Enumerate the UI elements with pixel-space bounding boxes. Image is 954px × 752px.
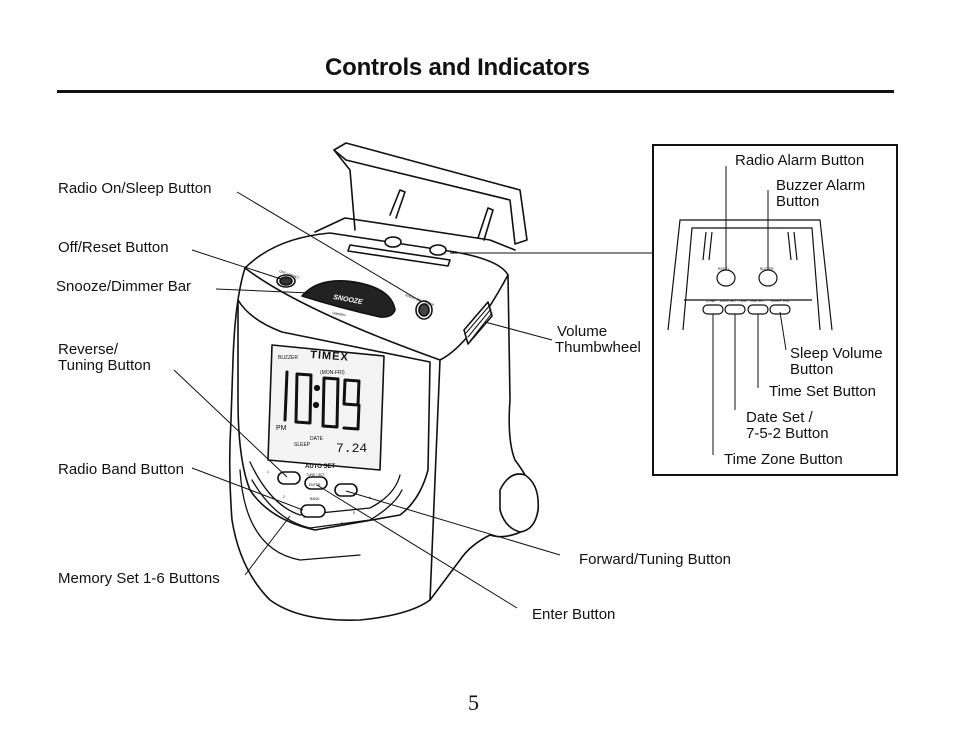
lcd-sleep-text: SLEEP <box>294 442 311 448</box>
inset-radio-button <box>716 269 736 287</box>
off-reset-text: OFF / RESET <box>279 269 300 280</box>
inset-label-date-set-2: 7-5-2 Button <box>746 425 829 442</box>
label-memory-set: Memory Set 1-6 Buttons <box>58 570 220 587</box>
label-volume-2: Thumbwheel <box>555 339 641 356</box>
band-key-text: BAND <box>310 497 320 501</box>
title-rule <box>57 90 894 93</box>
tune-set-text: TUNE / SET <box>306 473 325 477</box>
memory-number-3: 3 <box>303 515 305 519</box>
label-snooze-dimmer: Snooze/Dimmer Bar <box>56 278 192 295</box>
inset-buzzer-text: BUZZER <box>760 267 774 271</box>
reverse-button-shape <box>277 471 301 485</box>
inset-leader-lines <box>712 166 787 455</box>
inset-label-time-zone: Time Zone Button <box>724 451 843 468</box>
page-number: 5 <box>468 690 479 715</box>
leader-lines <box>173 191 652 609</box>
inset-radio-text: RADIO <box>718 267 729 271</box>
label-radio-band: Radio Band Button <box>58 461 184 478</box>
inset-zone-text: ZONE <box>706 299 716 303</box>
inset-time-set-text: TIME SET <box>749 299 765 303</box>
inset-time-set-button <box>747 304 769 315</box>
label-reverse-tuning-1: Reverse/ <box>58 341 119 358</box>
rear-knob <box>499 473 540 533</box>
inset-buzzer-button <box>758 269 778 287</box>
inset-label-radio-alarm: Radio Alarm Button <box>735 152 865 169</box>
snooze-bar-shape <box>301 280 396 318</box>
inset-label-date-set-1: Date Set / <box>746 409 813 426</box>
brand-text: TIMEX <box>310 349 349 364</box>
auto-set-text: AUTO SET <box>305 464 336 470</box>
inset-frame <box>652 144 898 476</box>
top-lid <box>333 142 528 245</box>
inset-date-set-text: DATE SET / 7•5•2 <box>720 299 747 303</box>
dimmer-text: DIMMER <box>332 311 347 317</box>
label-reverse-tuning-2: Tuning Button <box>58 357 151 374</box>
memory-number-1: 1 <box>267 470 269 474</box>
label-enter: Enter Button <box>532 606 616 623</box>
label-forward-tuning: Forward/Tuning Button <box>579 551 732 568</box>
band-button-shape <box>300 504 326 518</box>
lcd-date-digits: 7.24 <box>336 441 367 456</box>
label-volume-1: Volume <box>557 323 608 340</box>
page-title: Controls and Indicators <box>325 54 590 81</box>
memory-number-5: 5 <box>353 511 355 515</box>
enter-button-shape <box>304 476 328 490</box>
memory-number-4: 4 <box>341 521 343 525</box>
inset-label-buzzer-alarm-2: Button <box>776 193 820 210</box>
inset-date-set-button <box>724 304 746 315</box>
lcd-buzzer-text: BUZZER <box>278 355 298 361</box>
forward-button-shape <box>334 483 358 497</box>
inset-label-sleep-volume-2: Button <box>790 361 834 378</box>
lcd-digits <box>283 370 361 431</box>
lcd-pm-text: PM <box>276 425 287 432</box>
inset-label-buzzer-alarm-1: Buzzer Alarm <box>776 177 866 194</box>
inset-sleep-vol-text: SLEEP VOL <box>771 299 790 303</box>
inset-zone-button <box>702 304 724 315</box>
inset-label-time-set: Time Set Button <box>769 383 876 400</box>
label-off-reset: Off/Reset Button <box>58 239 169 256</box>
lcd-date-text: DATE <box>310 436 324 442</box>
label-radio-on-sleep: Radio On/Sleep Button <box>58 180 212 197</box>
top-deck <box>314 217 516 251</box>
inset-label-sleep-volume-1: Sleep Volume <box>790 345 883 362</box>
inset-drawing <box>667 219 833 331</box>
enter-key-text: ENTER <box>309 483 321 487</box>
lcd-mon-fri-text: (MON-FRI) <box>320 370 345 376</box>
memory-number-2: 2 <box>283 495 285 499</box>
